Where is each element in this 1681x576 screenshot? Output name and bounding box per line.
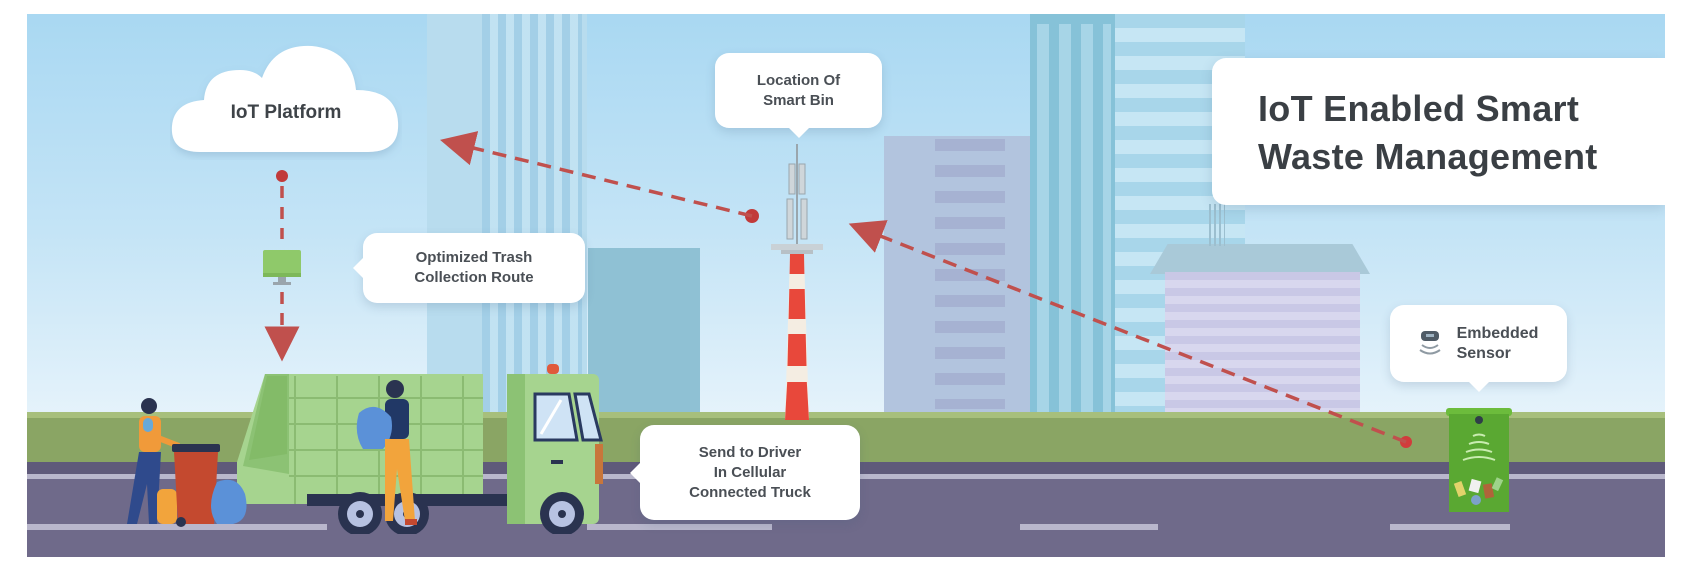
building-teal-tower-windows <box>1037 24 1111 414</box>
callout-optimized-route-line1: Optimized Trash <box>415 249 533 266</box>
callout-optimized-route-line2: Collection Route <box>414 269 534 286</box>
building-left-stripes <box>482 14 582 418</box>
cloud-icon <box>171 45 399 153</box>
worker-carrying-bag <box>356 380 417 525</box>
building-roofed-antenna <box>1209 204 1225 246</box>
callout-send-to-driver-line2: In Cellular <box>713 463 787 481</box>
cell-tower-icon <box>771 144 823 420</box>
title-line2: Waste Management <box>1258 136 1598 177</box>
building-roofed <box>1150 244 1370 274</box>
lane-marking <box>1020 524 1158 530</box>
callout-embedded-sensor-line2: Sensor <box>1456 344 1511 362</box>
worker-with-bin <box>127 398 247 527</box>
callout-smart-bin-location: Location Of Smart Bin <box>715 53 882 138</box>
callout-smart-bin-location-line1: Location Of <box>756 71 841 89</box>
monitor-icon <box>263 250 301 285</box>
grass-strip <box>27 412 1665 422</box>
title-card: IoT Enabled Smart Waste Management <box>1212 58 1665 205</box>
callout-embedded-sensor: Embedded Sensor <box>1390 305 1567 392</box>
iot-platform-label: IoT Platform <box>230 102 342 123</box>
building-gray-windows <box>935 139 1005 409</box>
callout-optimized-route: Optimized Trash Collection Route <box>353 233 585 303</box>
flow-dot-cloud <box>276 170 288 182</box>
callout-embedded-sensor-line1: Embedded <box>1456 324 1539 342</box>
lane-marking <box>587 524 772 530</box>
lane-marking <box>1390 524 1510 530</box>
flow-line-tower-to-cloud <box>439 131 753 218</box>
flow-line-sensor-to-tower <box>848 220 1407 444</box>
callout-send-to-driver-line1: Send to Driver <box>698 443 802 461</box>
sensor-icon <box>1419 330 1441 354</box>
smart-bin-icon <box>1446 408 1512 512</box>
building-teal-short <box>588 248 700 418</box>
callout-send-to-driver: Send to Driver In Cellular Connected Tru… <box>630 425 860 520</box>
callout-smart-bin-location-line2: Smart Bin <box>763 91 834 109</box>
lane-marking <box>27 524 327 530</box>
smart-waste-illustration: IoT Platform Optimized Trash Collection … <box>27 14 1665 557</box>
title-line1: IoT Enabled Smart <box>1258 88 1580 129</box>
building-roofed-body <box>1165 272 1360 418</box>
callout-send-to-driver-line3: Connected Truck <box>689 483 811 501</box>
flow-lines <box>264 131 1412 448</box>
